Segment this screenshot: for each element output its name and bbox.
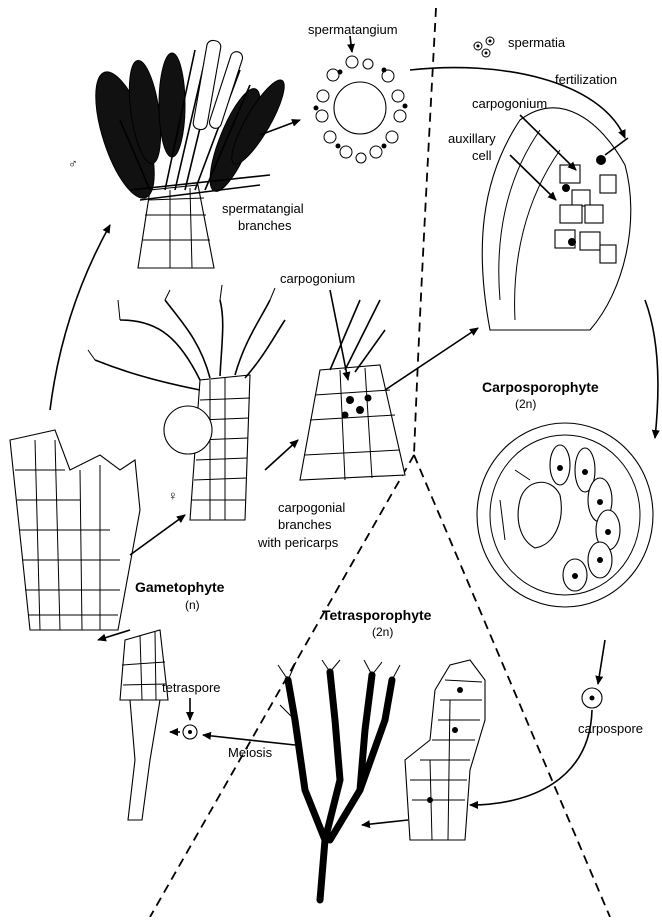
germinating-tetraspore-drawing bbox=[120, 630, 168, 820]
auxillary-label-line1: auxillary bbox=[448, 131, 496, 146]
spermatangial-branches-drawing bbox=[84, 39, 293, 268]
female-symbol: ♀ bbox=[168, 488, 178, 503]
divider-top bbox=[414, 8, 436, 455]
tetraspore-label: tetraspore bbox=[162, 680, 221, 695]
arrow-germling-to-gametophyte bbox=[98, 630, 130, 640]
carpogonium-mid-drawing bbox=[300, 300, 405, 480]
arrow-carpogonium-to-fertilization bbox=[385, 328, 478, 390]
spermatangial-label-line2: branches bbox=[238, 218, 292, 233]
spermatia-label: spermatia bbox=[508, 35, 566, 50]
fertilization-label: fertilization bbox=[555, 72, 617, 87]
arrow-to-carpospore bbox=[598, 640, 605, 684]
carposporophyte-ploidy: (2n) bbox=[515, 397, 536, 411]
spermatia-drawing bbox=[474, 37, 494, 57]
carposporophyte-title: Carposporophyte bbox=[482, 379, 599, 395]
carposporophyte-drawing bbox=[477, 423, 653, 607]
spermatangium-drawing bbox=[314, 36, 408, 163]
tetrasporophyte-plant-drawing bbox=[278, 660, 400, 900]
arrow-germling-to-tetrasporophyte bbox=[362, 820, 408, 825]
spermatangial-label-line1: spermatangial bbox=[222, 201, 304, 216]
arrow-gametophyte-to-male bbox=[50, 225, 110, 410]
gametophyte-title: Gametophyte bbox=[135, 579, 225, 595]
gametophyte-thallus-drawing bbox=[10, 430, 140, 630]
carpospore-label: carpospore bbox=[578, 721, 643, 736]
male-symbol: ♂ bbox=[68, 156, 78, 171]
tetrasporophyte-ploidy: (2n) bbox=[372, 625, 393, 639]
tetrasporophyte-title: Tetrasporophyte bbox=[322, 607, 432, 623]
auxillary-label-line2: cell bbox=[472, 148, 492, 163]
spermatangium-label: spermatangium bbox=[308, 22, 398, 37]
carpospore-germling-drawing bbox=[405, 660, 485, 840]
carpogonial-label-line3: with pericarps bbox=[257, 535, 339, 550]
arrow-carpospore-to-germling bbox=[470, 710, 592, 805]
arrow-female-to-carpogonium bbox=[265, 440, 298, 470]
arrow-to-carposporophyte bbox=[645, 300, 658, 438]
carpogonial-label-line2: branches bbox=[278, 517, 332, 532]
fertilization-drawing bbox=[482, 108, 631, 330]
carpogonial-label-line1: carpogonial bbox=[278, 500, 345, 515]
gametophyte-ploidy: (n) bbox=[185, 598, 200, 612]
meiosis-label: Meiosis bbox=[228, 745, 273, 760]
carpogonium-top-label: carpogonium bbox=[472, 96, 547, 111]
carpogonium-mid-label: carpogonium bbox=[280, 271, 355, 286]
